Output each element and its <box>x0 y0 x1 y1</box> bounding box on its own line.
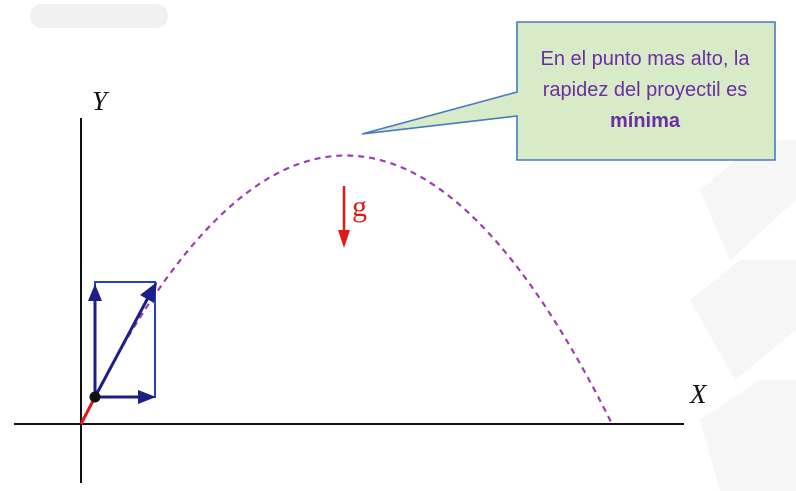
velocity-vector <box>93 293 152 398</box>
faded-top-bar <box>30 4 168 28</box>
vy-arrowhead <box>88 284 102 301</box>
x-axis-label: X <box>690 379 707 409</box>
vx-arrowhead <box>138 390 156 404</box>
callout-box <box>361 21 776 161</box>
gravity-arrowhead <box>338 230 350 248</box>
callout-text-main: En el punto mas alto, la rapidez del pro… <box>540 48 750 101</box>
callout-text-emphasis: mínima <box>609 110 681 132</box>
watermark-shapes <box>690 140 796 491</box>
velocity-arrowhead <box>140 282 157 303</box>
callout-text: En el punto mas alto, la rapidez del pro… <box>518 44 772 137</box>
trajectory-curve <box>80 154 613 425</box>
launch-point <box>89 391 101 403</box>
y-axis-label: Y <box>92 86 108 116</box>
gravity-label: g <box>352 190 367 223</box>
